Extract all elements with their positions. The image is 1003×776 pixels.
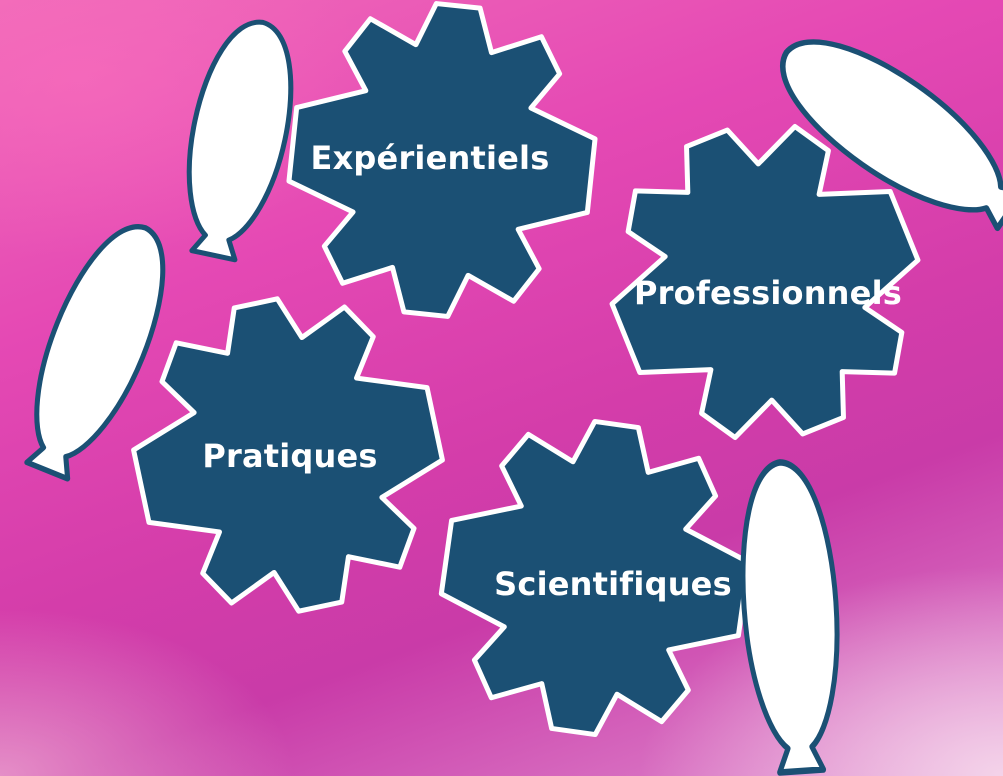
balloon-icon	[734, 459, 847, 774]
gear-label-pratiques: Pratiques	[202, 437, 378, 475]
balloon-icon	[168, 13, 307, 265]
balloon-4	[734, 459, 847, 774]
gear-label-scientifiques: Scientifiques	[494, 565, 732, 603]
gear-label-professionnels: Professionnels	[634, 274, 902, 312]
balloon-1	[168, 13, 307, 265]
gear-label-experientiels: Expérientiels	[310, 139, 550, 177]
